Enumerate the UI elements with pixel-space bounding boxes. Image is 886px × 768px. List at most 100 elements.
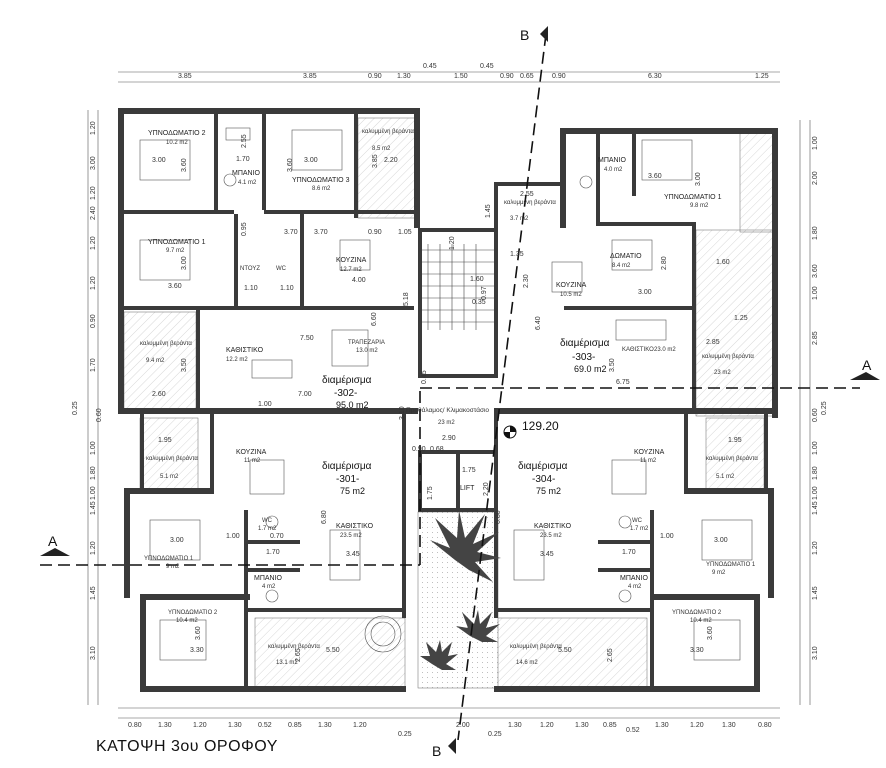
misc-dim: 1.45 — [485, 204, 492, 218]
top-dim: 1.25 — [755, 73, 769, 80]
right-dim: 1.80 — [812, 466, 819, 480]
room-dim: 3.00 — [695, 172, 702, 186]
right-dimensions: 1.00 2.00 1.80 3.60 1.00 2.85 1.00 1.80 … — [812, 136, 819, 660]
top-dim: 3.85 — [303, 73, 317, 80]
room-name: καλυμμένη βεράντα — [702, 353, 754, 360]
bottom-dim: 0.85 — [603, 722, 617, 729]
misc-dimensions: 3.70 0.90 1.05 0.95 5.18 1.45 1.20 1.60 … — [241, 204, 748, 540]
room-dim: 4.00 — [352, 277, 366, 284]
left-dim: 1.20 — [90, 186, 97, 200]
room-area: 10.4 m2 — [690, 618, 712, 624]
section-a-left-arrow — [40, 548, 70, 556]
left-dim: 1.45 — [90, 501, 97, 515]
room-dim: 1.70 — [622, 549, 636, 556]
apartment-302-number: -302- — [334, 388, 357, 399]
room-name: ΥΠΝΟΔΩΜΑΤΙΟ 1 — [148, 239, 206, 246]
room-name: ΥΠΝΟΔΩΜΑΤΙΟ 3 — [292, 177, 350, 184]
room-name: ΔΩΜΑΤΙΟ — [610, 253, 642, 260]
room-name: ΥΠΝΟΔΩΜΑΤΙΟ 2 — [148, 130, 206, 137]
room-name: WC — [262, 518, 273, 524]
room-area: 8.4 m2 — [612, 263, 631, 269]
apartment-303-label: διαμέρισμα — [560, 337, 610, 349]
room-name: καλυμμένη βεράντα — [146, 455, 198, 462]
bottom-small-dim: 0.25 — [488, 731, 502, 738]
room-area: 9.7 m2 — [166, 248, 185, 254]
room-dim: 6.80 — [321, 510, 328, 524]
side-small-dim: 0.25 — [821, 401, 828, 415]
side-small-dim: 0.25 — [72, 401, 79, 415]
room-name: ΜΠΑΝΙΟ — [232, 170, 261, 177]
room-area: 11 m2 — [640, 458, 657, 464]
room-dim: 2.85 — [706, 339, 720, 346]
room-labels: ΥΠΝΟΔΩΜΑΤΙΟ 2 10.2 m2 3.00 3.60 ΜΠΑΝΙΟ 4… — [140, 128, 758, 666]
room-dim: 3.00 — [152, 157, 166, 164]
apartment-304-number: -304- — [532, 474, 555, 485]
room-dim: 3.85 — [372, 154, 379, 168]
bottom-dim: 1.30 — [228, 722, 242, 729]
room-area: 12.7 m2 — [340, 267, 362, 273]
room-dim: 2.65 — [607, 648, 614, 662]
right-dim: 1.80 — [812, 226, 819, 240]
room-dim: 5.50 — [326, 647, 340, 654]
bottom-dim: 1.30 — [575, 722, 589, 729]
room-area: 4.1 m2 — [238, 180, 257, 186]
room-area: 9 m2 — [166, 564, 180, 570]
drawing-title: ΚΑΤΟΨΗ 3ου ΟΡΟΦΟΥ — [96, 738, 278, 755]
bottom-dim: 1.20 — [540, 722, 554, 729]
room-dim: 3.30 — [190, 647, 204, 654]
room-dim: 3.50 — [181, 358, 188, 372]
room-dim: 2.20 — [384, 157, 398, 164]
bottom-dimensions: 0.80 1.30 1.20 1.30 0.52 0.85 1.30 1.20 … — [128, 722, 772, 738]
room-dim: 6.60 — [371, 312, 378, 326]
top-dim: 0.90 — [368, 73, 382, 80]
left-dim: 1.20 — [90, 541, 97, 555]
room-dim: 3.60 — [648, 173, 662, 180]
room-dim: 1.75 — [462, 467, 476, 474]
right-dim: 1.00 — [812, 441, 819, 455]
room-area: 8.5 m2 — [372, 146, 391, 152]
section-b-top-arrow — [540, 26, 548, 42]
room-dim: 3.00 — [304, 157, 318, 164]
room-dim: 3.60 — [181, 158, 188, 172]
room-area: 1.7 m2 — [630, 526, 649, 532]
bottom-dim: 1.30 — [158, 722, 172, 729]
room-area: 23.5 m2 — [340, 533, 362, 539]
room-area: 23.5 m2 — [540, 533, 562, 539]
left-dim: 1.20 — [90, 121, 97, 135]
room-name: WC — [632, 518, 643, 524]
room-name: ΚΟΥΖΙΝΑ — [336, 257, 367, 264]
bottom-dim: 0.80 — [128, 722, 142, 729]
room-name: ΚΑΘΙΣΤΙΚΟ — [336, 523, 374, 530]
room-area: 11 m2 — [244, 458, 261, 464]
right-dim: 1.20 — [812, 541, 819, 555]
room-dim: 1.95 — [158, 437, 172, 444]
misc-dim: 0.70 — [270, 533, 284, 540]
room-dim: 3.00 — [170, 537, 184, 544]
right-dim: 3.60 — [812, 264, 819, 278]
left-dim: 1.20 — [90, 276, 97, 290]
bottom-dim: 0.52 — [258, 722, 272, 729]
room-name: καλυμμένη βεράντα — [504, 199, 556, 206]
room-name: ΥΠΝΟΔΩΜΑΤΙΟ 1 — [664, 194, 722, 201]
room-area: 9.8 m2 — [690, 203, 709, 209]
room-dim: 3.50 — [609, 358, 616, 372]
misc-dim: 1.60 — [470, 276, 484, 283]
top-small-dim: 0.45 — [423, 63, 437, 70]
room-area: 23 m2 — [714, 370, 731, 376]
room-name: Προθάλαμος/ Κλιμακοστάσιο — [406, 406, 489, 414]
left-dimensions: 1.20 3.00 1.20 2.40 1.20 1.20 0.90 1.70 … — [90, 121, 97, 660]
room-dim: 1.70 — [266, 549, 280, 556]
bottom-dim: 1.30 — [722, 722, 736, 729]
top-dim: 0.90 — [552, 73, 566, 80]
dimension-lines — [87, 71, 811, 719]
apartment-labels: διαμέρισμα -302- 95.0 m2 διαμέρισμα -303… — [322, 337, 610, 496]
room-name: ΚΟΥΖΙΝΑ — [236, 449, 267, 456]
bottom-dim: 1.20 — [353, 722, 367, 729]
room-dim: 3.70 — [314, 229, 328, 236]
terrace-fills — [123, 117, 777, 691]
right-dim: 1.45 — [812, 501, 819, 515]
room-area: 12.2 m2 — [226, 357, 248, 363]
room-area: 14.6 m2 — [516, 660, 538, 666]
left-dim: 3.00 — [90, 156, 97, 170]
room-dim: 5.50 — [558, 647, 572, 654]
